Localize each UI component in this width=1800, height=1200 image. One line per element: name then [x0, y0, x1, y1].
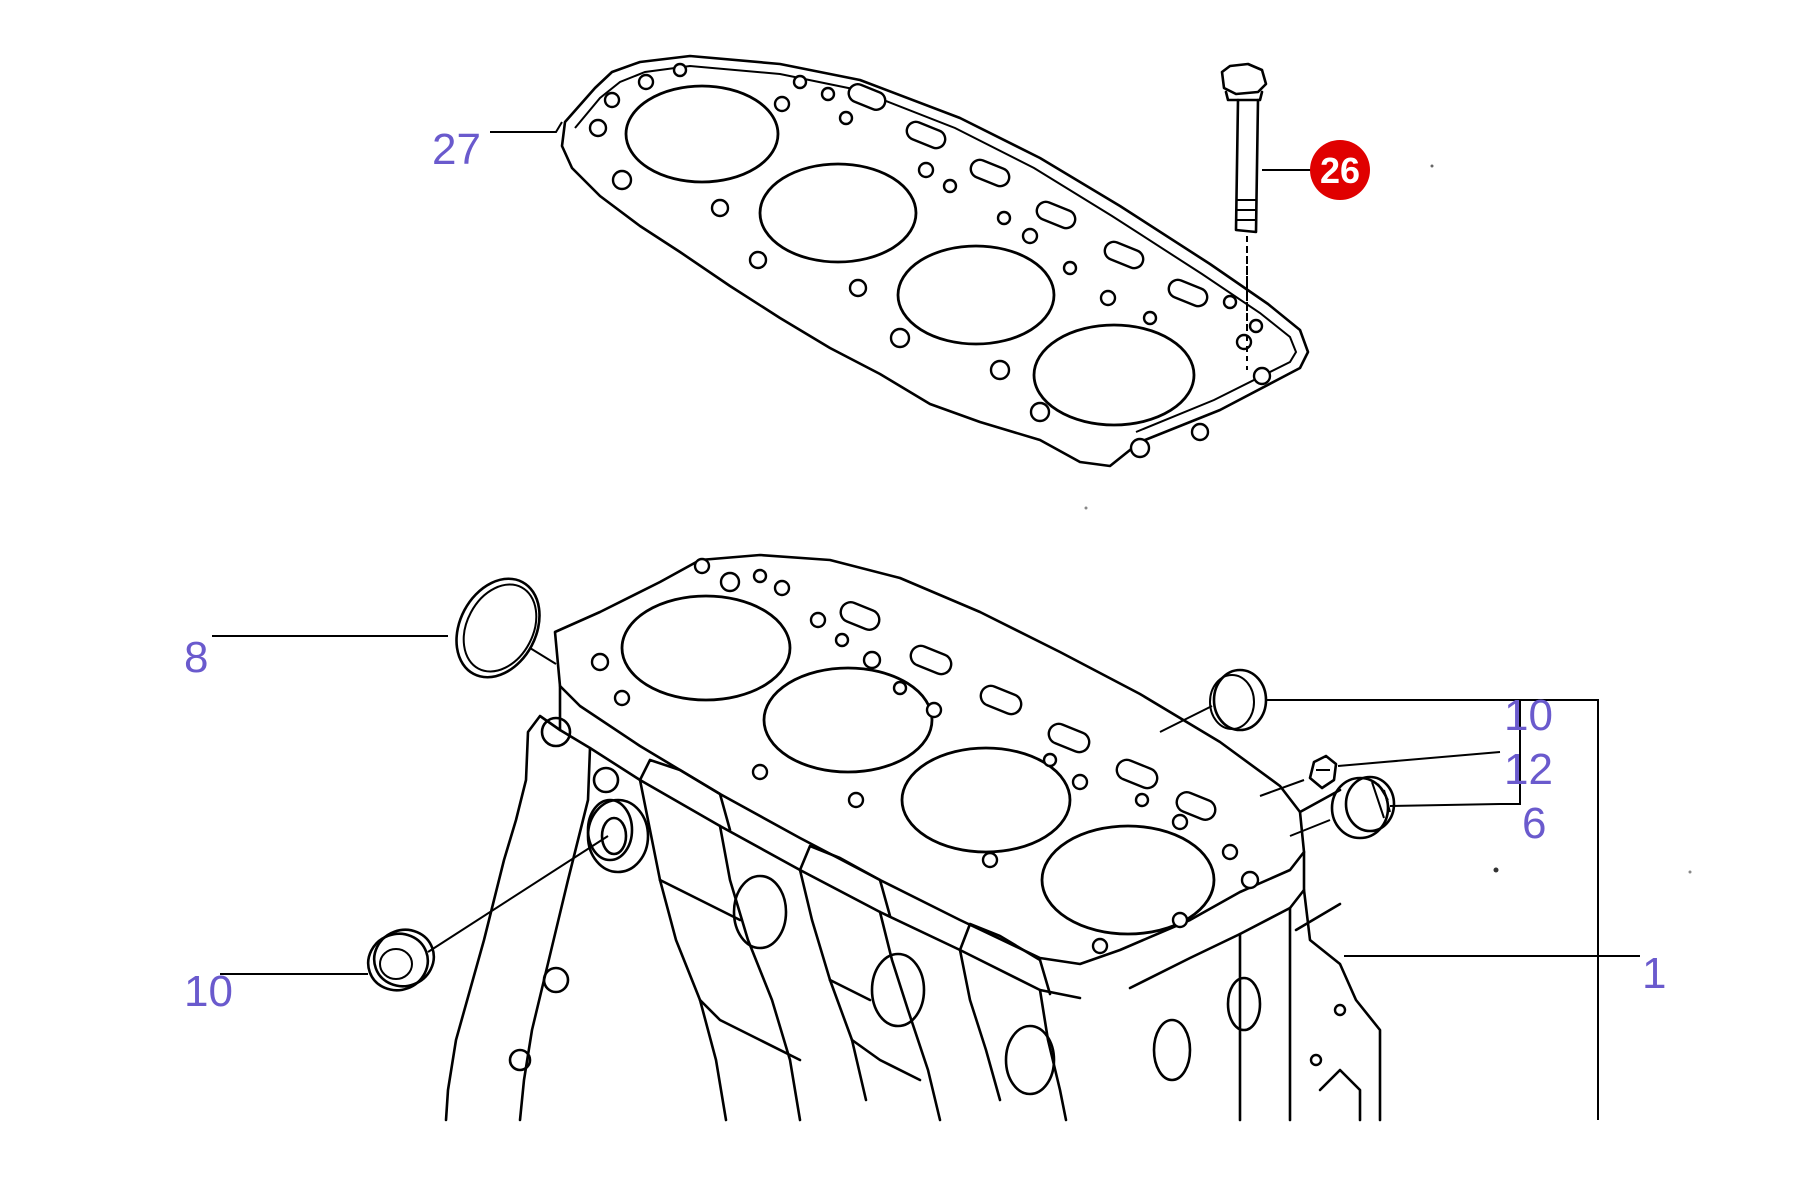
plug-12[interactable] — [1308, 754, 1338, 790]
expansion-plug-10-top[interactable] — [1209, 668, 1268, 732]
callout-8[interactable]: 8 — [184, 633, 208, 682]
callout-10-top[interactable]: 10 — [1504, 691, 1553, 740]
leader-lines — [212, 121, 1640, 1120]
callout-26-badge[interactable]: 26 — [1310, 140, 1370, 200]
head-gasket[interactable] — [560, 54, 1310, 468]
callout-12[interactable]: 12 — [1504, 745, 1553, 794]
gasket-ring-8[interactable] — [440, 564, 556, 692]
seal-10-left[interactable] — [360, 921, 442, 998]
plug-6[interactable] — [1330, 775, 1396, 840]
callout-1[interactable]: 1 — [1642, 949, 1666, 998]
rear-bore-plug — [586, 798, 650, 874]
cylinder-head-bolt[interactable] — [1220, 62, 1268, 360]
callout-26: 26 — [1320, 150, 1360, 191]
callout-6[interactable]: 6 — [1522, 799, 1546, 848]
callout-10-left[interactable]: 10 — [184, 967, 233, 1016]
callout-27[interactable]: 27 — [432, 125, 481, 174]
cylinder-block[interactable] — [444, 553, 1382, 1122]
